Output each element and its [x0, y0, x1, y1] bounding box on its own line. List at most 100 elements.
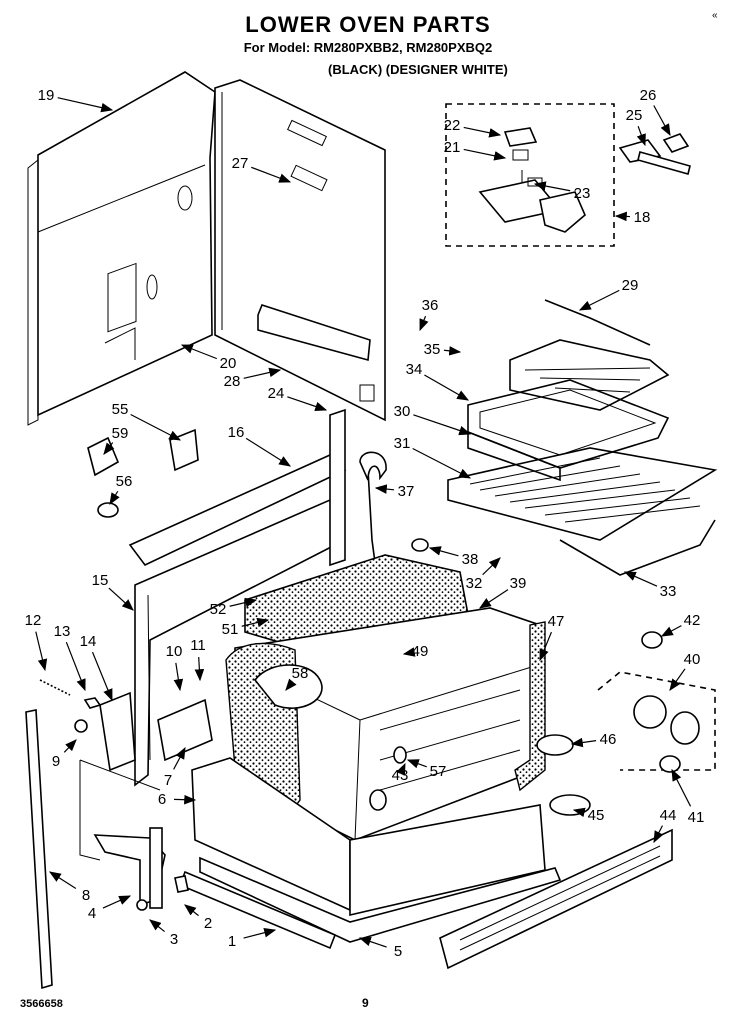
callout-label: 49 — [412, 643, 429, 660]
callout-leader — [184, 904, 199, 917]
callout-label: 9 — [52, 753, 60, 770]
callout-leader — [285, 678, 297, 691]
callout-label: 5 — [394, 943, 402, 960]
callout-label: 58 — [292, 665, 309, 682]
callout-leader — [63, 739, 77, 753]
footer-code: 3566658 — [20, 998, 63, 1010]
thermostat-parts — [478, 127, 691, 233]
callout-40: 40 — [669, 651, 700, 691]
callout-leader — [103, 442, 115, 455]
callout-label: 33 — [660, 583, 677, 600]
callout-leader — [478, 589, 509, 609]
callout-label: 4 — [88, 905, 96, 922]
callout-51: 51 — [222, 617, 270, 638]
control-parts — [369, 538, 716, 816]
callout-label: 14 — [80, 633, 97, 650]
callout-leader — [180, 344, 218, 360]
callout-label: 46 — [600, 731, 617, 748]
bracket-and-grommet — [87, 428, 199, 518]
callout-leader — [358, 936, 387, 948]
callout-leader — [463, 126, 502, 138]
callout-label: 43 — [392, 767, 409, 784]
callout-5: 5 — [358, 936, 402, 960]
callout-leader — [653, 105, 671, 137]
callout-29: 29 — [578, 277, 639, 311]
broil-element-and-racks — [447, 299, 718, 576]
callout-label: 29 — [622, 277, 639, 294]
callout-13: 13 — [54, 623, 86, 692]
callout-31: 31 — [394, 435, 472, 479]
callout-label: 41 — [688, 809, 705, 826]
callout-label: 19 — [38, 87, 55, 104]
callout-leader — [424, 374, 470, 401]
callout-leader — [669, 668, 686, 691]
callout-59: 59 — [103, 425, 129, 455]
callout-leader — [149, 919, 165, 933]
callout-leader — [48, 871, 77, 890]
callout-leader — [102, 895, 132, 909]
callout-leader — [173, 794, 197, 805]
callout-4: 4 — [88, 895, 132, 922]
callout-56: 56 — [109, 473, 133, 506]
corner-mark: « — [712, 10, 718, 21]
oven-front-frame — [128, 408, 347, 787]
callout-label: 27 — [232, 155, 249, 172]
callout-18: 18 — [614, 209, 650, 226]
callout-leader — [251, 166, 292, 183]
callout-14: 14 — [80, 633, 113, 702]
callout-label: 20 — [220, 355, 237, 372]
callout-label: 11 — [190, 637, 206, 654]
callout-38: 38 — [428, 546, 479, 568]
callout-15: 15 — [92, 572, 134, 611]
callout-label: 52 — [210, 601, 227, 618]
callout-label: 45 — [588, 807, 605, 824]
finish-line: (BLACK) (DESIGNER WHITE) — [328, 62, 508, 77]
callout-leader — [443, 346, 462, 356]
callout-label: 1 — [228, 933, 236, 950]
callout-label: 39 — [510, 575, 527, 592]
callout-label: 16 — [228, 424, 245, 441]
callout-11: 11 — [190, 637, 206, 682]
callout-52: 52 — [210, 597, 258, 618]
callout-41: 41 — [671, 768, 705, 826]
callout-label: 23 — [574, 185, 591, 202]
callout-label: 3 — [170, 931, 178, 948]
callout-label: 35 — [424, 341, 441, 358]
callout-label: 38 — [462, 551, 479, 568]
callout-leader — [173, 662, 184, 692]
callout-leader — [57, 97, 114, 113]
vent-grille — [439, 828, 673, 970]
callout-37: 37 — [374, 483, 415, 500]
callout-label: 34 — [406, 361, 423, 378]
callout-label: 12 — [25, 612, 42, 629]
callout-leader — [243, 928, 277, 939]
callout-leader — [653, 825, 664, 844]
callout-42: 42 — [660, 612, 700, 637]
callout-label: 24 — [268, 385, 285, 402]
callout-label: 59 — [112, 425, 129, 442]
door-gasket-strip — [25, 709, 53, 990]
callout-leader — [108, 587, 134, 611]
callout-label: 37 — [398, 483, 415, 500]
callout-22: 22 — [444, 117, 502, 138]
callout-leader — [229, 597, 258, 608]
callout-label: 56 — [116, 473, 133, 490]
callout-23: 23 — [533, 181, 591, 202]
callout-label: 8 — [82, 887, 90, 904]
callout-label: 30 — [394, 403, 411, 420]
callout-label: 47 — [548, 613, 565, 630]
callout-label: 2 — [204, 915, 212, 932]
callout-label: 32 — [466, 575, 483, 592]
callout-label: 51 — [222, 621, 239, 638]
callout-label: 21 — [444, 139, 461, 156]
callout-leader — [570, 737, 597, 748]
oven-base — [178, 757, 562, 950]
callout-49: 49 — [402, 643, 429, 660]
callout-30: 30 — [394, 403, 472, 436]
callout-36: 36 — [419, 297, 439, 332]
callout-label: 36 — [422, 297, 439, 314]
callout-label: 57 — [430, 763, 447, 780]
callout-leader — [428, 546, 459, 557]
